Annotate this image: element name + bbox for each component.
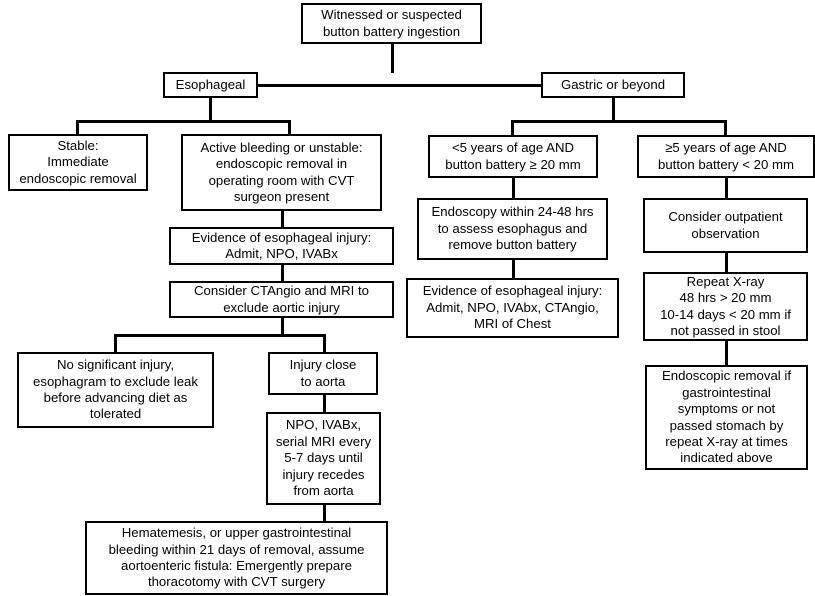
connector-to-under5 xyxy=(511,120,514,135)
node-endoscopy-24-48-hrs[interactable]: Endoscopy within 24-48 hrs to assess eso… xyxy=(417,198,608,260)
connector-gastric-down xyxy=(612,98,615,121)
node-evidence-esophageal-injury-left[interactable]: Evidence of esophageal injury: Admit, NP… xyxy=(169,227,394,265)
node-endoscopic-removal-gi-symptoms[interactable]: Endoscopic removal if gastrointestinal s… xyxy=(645,365,808,470)
node-consider-ctangio-mri[interactable]: Consider CTAngio and MRI to exclude aort… xyxy=(169,281,394,318)
connector-evidence-to-ctangio xyxy=(281,265,284,281)
connector-esophageal-down xyxy=(209,98,212,121)
node-repeat-xray[interactable]: Repeat X-ray 48 hrs > 20 mm 10-14 days <… xyxy=(643,272,808,341)
node-gastric-or-beyond[interactable]: Gastric or beyond xyxy=(541,72,685,98)
connector-to-over5 xyxy=(724,120,727,135)
node-no-significant-injury[interactable]: No significant injury, esophagram to exc… xyxy=(17,352,214,428)
node-consider-outpatient-observation[interactable]: Consider outpatient observation xyxy=(643,198,808,253)
connector-to-injury-aorta xyxy=(323,334,326,352)
connector-to-stable xyxy=(76,120,79,135)
connector-to-no-injury xyxy=(114,334,117,352)
connector-ctangio-bar xyxy=(114,334,326,337)
node-active-bleeding-unstable[interactable]: Active bleeding or unstable: endoscopic … xyxy=(181,134,382,211)
node-under-5-years-large-battery[interactable]: <5 years of age AND button battery ≥ 20 … xyxy=(428,135,598,178)
node-over-5-years-small-battery[interactable]: ≥5 years of age AND button battery < 20 … xyxy=(637,135,815,178)
connector-esophageal-bar xyxy=(76,120,291,123)
connector-npo-to-hematemesis xyxy=(323,505,326,522)
connector-ctangio-down xyxy=(281,318,284,336)
node-stable-immediate-removal[interactable]: Stable: Immediate endoscopic removal xyxy=(8,134,148,191)
node-injury-close-to-aorta[interactable]: Injury close to aorta xyxy=(268,352,378,395)
node-esophageal[interactable]: Esophageal xyxy=(163,72,258,98)
node-npo-ivabx-serial-mri[interactable]: NPO, IVABx, serial MRI every 5-7 days un… xyxy=(266,412,381,505)
connector-aorta-to-npo xyxy=(323,395,326,412)
node-root[interactable]: Witnessed or suspected button battery in… xyxy=(301,3,482,44)
node-evidence-esophageal-injury-right[interactable]: Evidence of esophageal injury: Admit, NP… xyxy=(406,278,619,338)
connector-root-down xyxy=(391,43,394,73)
connector-under5-to-endoscopy xyxy=(512,178,515,198)
connector-gastric-bar xyxy=(511,120,726,123)
connector-active-to-evidence xyxy=(281,211,284,227)
connector-endoscopy-to-evidence xyxy=(512,260,515,278)
node-hematemesis-aortoenteric-fistula[interactable]: Hematemesis, or upper gastrointestinal b… xyxy=(85,521,388,595)
connector-xray-to-removal xyxy=(725,341,728,365)
connector-to-active-bleeding xyxy=(288,120,291,135)
connector-outpatient-to-xray xyxy=(725,253,728,272)
connector-over5-to-outpatient xyxy=(725,178,728,198)
connector-level1-bar xyxy=(257,84,543,87)
